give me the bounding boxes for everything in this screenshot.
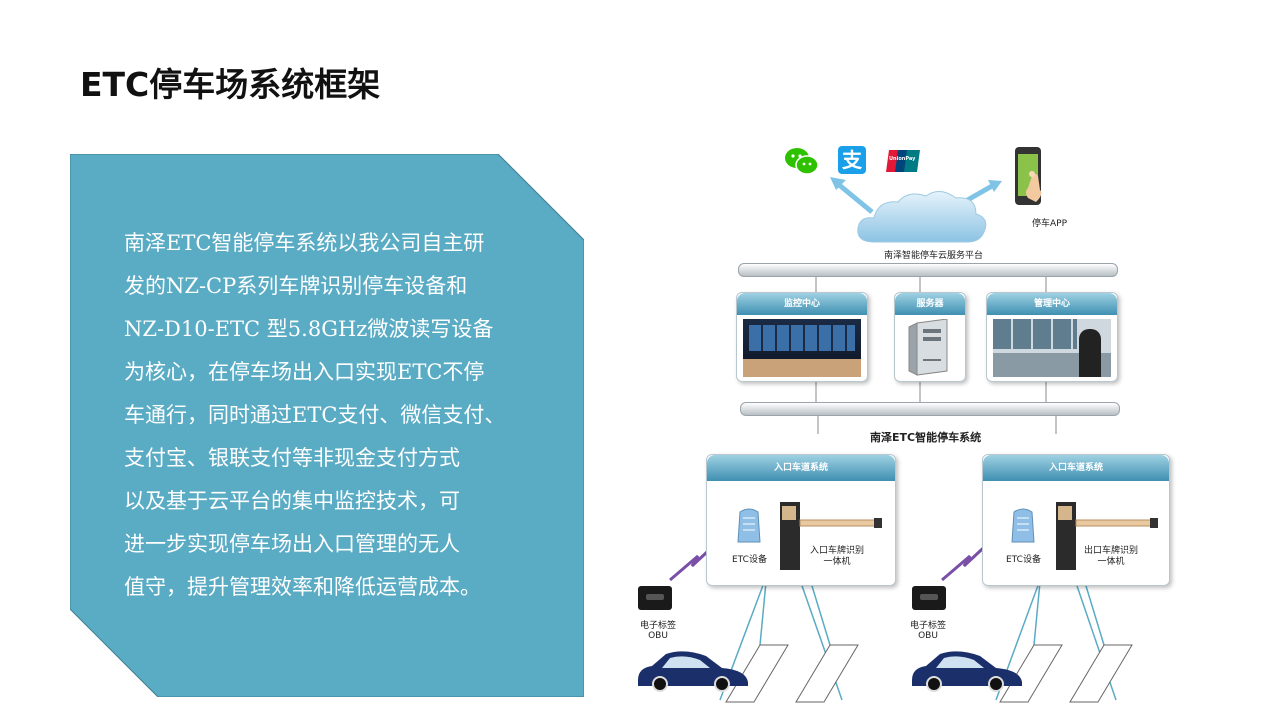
obu-tag-icon bbox=[912, 586, 946, 610]
system-diagram: 支 UnionPay 停车APP 南泽智能停车云服务平台 监控中心 bbox=[620, 140, 1180, 720]
obu-label: 电子标签 OBU bbox=[910, 621, 947, 641]
barrier-gate-icon bbox=[1054, 496, 1160, 572]
description-line: 车通行，同时通过ETC支付、微信支付、 bbox=[124, 403, 506, 427]
description-text: 南泽ETC智能停车系统以我公司自主研 发的NZ-CP系列车牌识别停车设备和 NZ… bbox=[124, 222, 564, 609]
description-line: NZ-D10-ETC 型5.8GHz微波读写设备 bbox=[124, 317, 494, 341]
description-panel: 南泽ETC智能停车系统以我公司自主研 发的NZ-CP系列车牌识别停车设备和 NZ… bbox=[70, 154, 584, 697]
module-header: 服务器 bbox=[895, 293, 965, 315]
phone-icon bbox=[1014, 146, 1044, 206]
system-bus bbox=[740, 402, 1120, 416]
etc-device-label: ETC设备 bbox=[1006, 555, 1041, 565]
server-icon bbox=[907, 318, 951, 377]
module-management: 管理中心 bbox=[986, 292, 1118, 382]
barrier-gate-icon bbox=[778, 496, 884, 572]
gate-device-label: 出口车牌识别 一体机 bbox=[1084, 546, 1139, 567]
cloud-bus bbox=[738, 263, 1118, 277]
system-label: 南泽ETC智能停车系统 bbox=[870, 431, 982, 444]
lane-header: 入口车道系统 bbox=[707, 455, 895, 481]
description-line: 进一步实现停车场出入口管理的无人 bbox=[124, 532, 460, 556]
etc-device-label: ETC设备 bbox=[732, 555, 767, 565]
app-label: 停车APP bbox=[1032, 219, 1068, 229]
panel-background bbox=[70, 154, 584, 697]
car-icon bbox=[908, 650, 1024, 692]
car-icon bbox=[634, 650, 750, 692]
unionpay-text: UnionPay bbox=[889, 156, 916, 162]
description-line: 值守，提升管理效率和降低运营成本。 bbox=[124, 575, 481, 599]
alipay-icon: 支 bbox=[838, 146, 866, 174]
lane-header: 入口车道系统 bbox=[983, 455, 1169, 481]
module-monitor: 监控中心 bbox=[736, 292, 868, 382]
unionpay-icon: UnionPay bbox=[886, 150, 920, 172]
description-line: 以及基于云平台的集中监控技术，可 bbox=[124, 489, 460, 513]
wechat-pay-icon bbox=[784, 146, 820, 176]
page-title: ETC停车场系统框架 bbox=[80, 65, 381, 104]
monitor-wall-image bbox=[743, 319, 861, 377]
module-header: 监控中心 bbox=[737, 293, 867, 315]
module-server: 服务器 bbox=[894, 292, 966, 382]
description-line: 支付宝、银联支付等非现金支付方式 bbox=[124, 446, 460, 470]
description-line: 发的NZ-CP系列车牌识别停车设备和 bbox=[124, 274, 468, 298]
management-office-image bbox=[993, 319, 1111, 377]
description-line: 南泽ETC智能停车系统以我公司自主研 bbox=[124, 231, 485, 255]
etc-device-icon bbox=[1010, 508, 1036, 546]
diagram-lines bbox=[669, 177, 1133, 703]
obu-label: 电子标签 OBU bbox=[640, 621, 677, 641]
etc-device-icon bbox=[736, 508, 762, 546]
cloud-icon bbox=[854, 190, 994, 250]
obu-tag-icon bbox=[638, 586, 672, 610]
description-line: 为核心，在停车场出入口实现ETC不停 bbox=[124, 360, 485, 384]
gate-device-label: 入口车牌识别 一体机 bbox=[810, 546, 865, 567]
cloud-label: 南泽智能停车云服务平台 bbox=[884, 251, 984, 261]
module-header: 管理中心 bbox=[987, 293, 1117, 315]
